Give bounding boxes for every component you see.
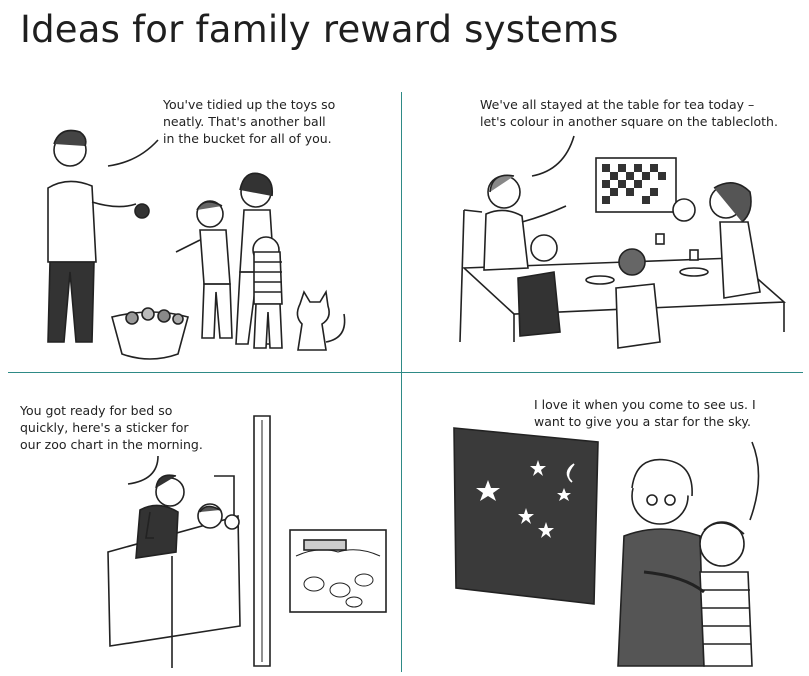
caption-line: quickly, here's a sticker for bbox=[20, 420, 189, 435]
caption-line: want to give you a star for the sky. bbox=[534, 414, 751, 429]
panel-tidy-toys: You've tidied up the toys so neatly. Tha… bbox=[8, 92, 398, 370]
caption-line: You got ready for bed so bbox=[20, 403, 173, 418]
panel-1-caption: You've tidied up the toys so neatly. Tha… bbox=[163, 96, 335, 147]
caption-line: I love it when you come to see us. I bbox=[534, 397, 756, 412]
caption-line: You've tidied up the toys so bbox=[163, 97, 336, 112]
panel-table-tea: We've all stayed at the table for tea to… bbox=[404, 92, 804, 370]
panel-star-sky: I love it when you come to see us. I wan… bbox=[404, 376, 804, 672]
page-title: Ideas for family reward systems bbox=[20, 8, 619, 51]
caption-line: We've all stayed at the table for tea to… bbox=[480, 97, 755, 112]
caption-line: in the bucket for all of you. bbox=[163, 131, 332, 146]
panel-4-caption: I love it when you come to see us. I wan… bbox=[534, 396, 756, 430]
vertical-divider bbox=[401, 92, 402, 672]
illustration-tidy-toys bbox=[47, 129, 346, 360]
illustration-star-sky bbox=[453, 427, 760, 667]
caption-line: neatly. That's another ball bbox=[163, 114, 326, 129]
panel-3-caption: You got ready for bed so quickly, here's… bbox=[20, 402, 203, 453]
horizontal-divider bbox=[8, 372, 803, 373]
panel-bedtime: You got ready for bed so quickly, here's… bbox=[8, 376, 398, 672]
caption-line: let's colour in another square on the ta… bbox=[480, 114, 778, 129]
illustration-bedtime bbox=[107, 415, 387, 668]
panel-2-caption: We've all stayed at the table for tea to… bbox=[480, 96, 778, 130]
caption-line: our zoo chart in the morning. bbox=[20, 437, 203, 452]
illustration-table-tea bbox=[459, 135, 787, 349]
